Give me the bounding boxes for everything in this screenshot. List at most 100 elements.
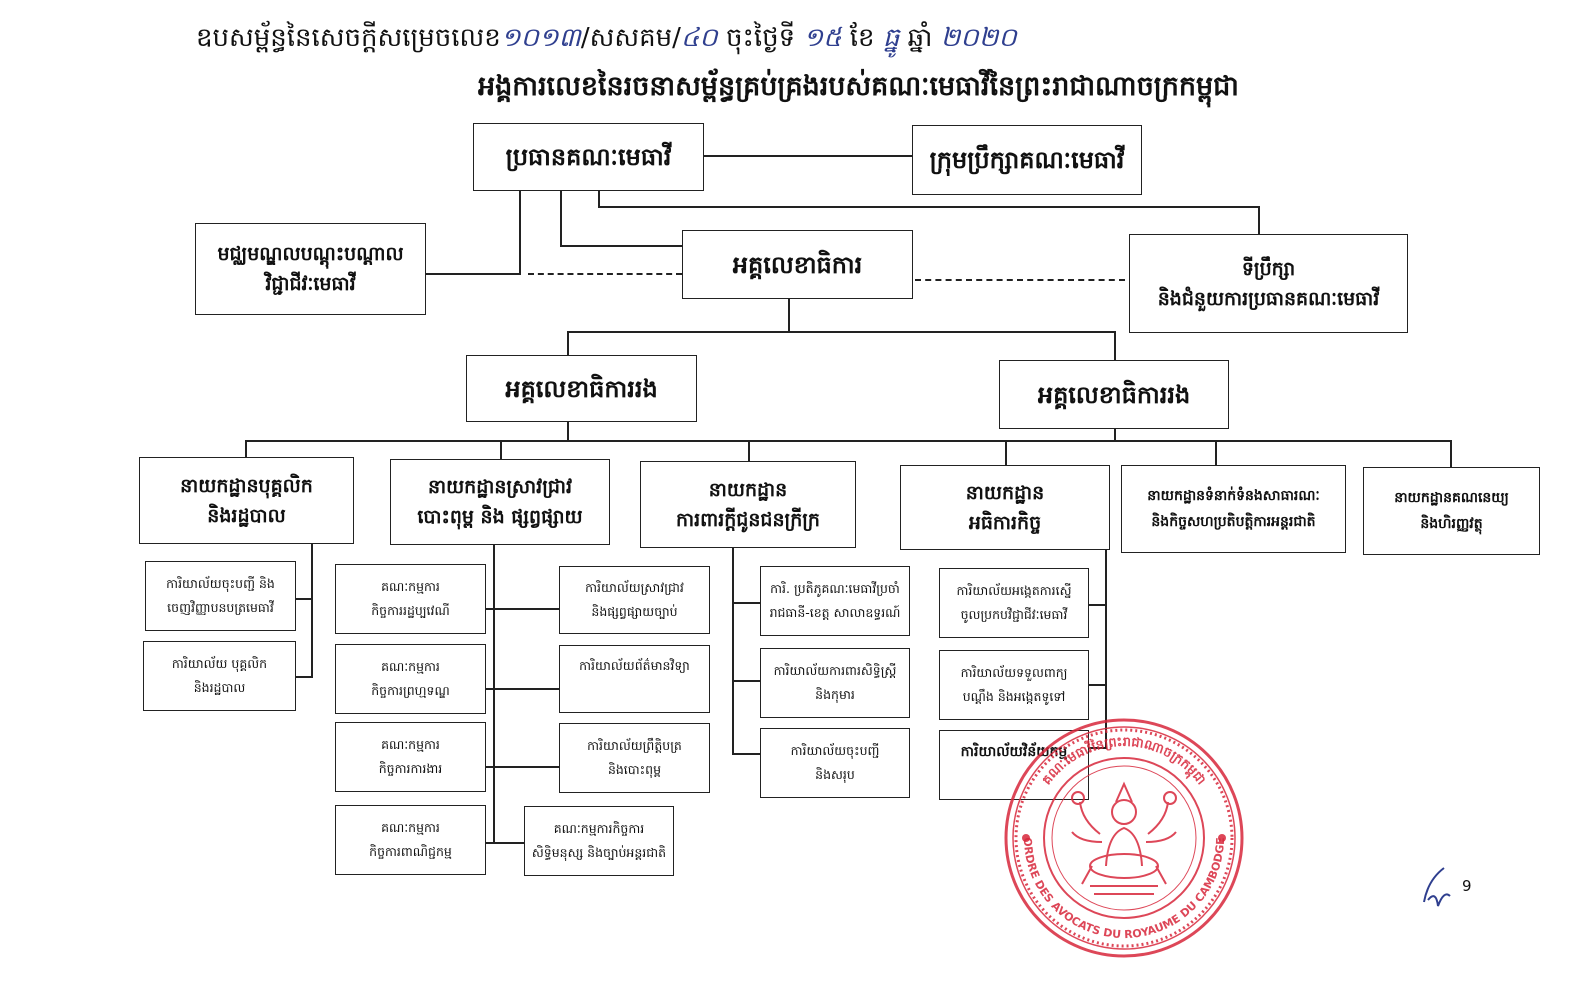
connector [1089, 747, 1107, 749]
office-provincial-line-2: រាជធានី-ខេត្ត សាលាឧទ្ធរណ៍ [769, 605, 901, 620]
office-research-line-1: ការិយាល័យស្រាវជ្រាវ [585, 580, 684, 595]
page-number: 9 [1462, 877, 1472, 895]
year-label: ឆ្នាំ [907, 23, 933, 53]
connector [493, 608, 559, 610]
chart-title: អង្គការលេខនៃរចនាសម្ព័ន្ធគ្រប់គ្រងរបស់គណៈ… [478, 71, 1239, 102]
connector [493, 766, 559, 768]
connector [426, 273, 521, 275]
committee-labor-line-2: កិច្ចការការងារ [378, 761, 443, 776]
connector [567, 331, 1116, 333]
training-center-line-1: មជ្ឈមណ្ឌលបណ្តុះបណ្តាល [217, 243, 404, 265]
council-label: ក្រុមប្រឹក្សាគណៈមេធាវី [929, 146, 1125, 174]
office-women-line-2: និងកុមារ [815, 687, 855, 702]
connector [245, 440, 247, 458]
connector [1450, 440, 1452, 468]
dept-research-line-2: បោះពុម្ព និង ផ្សព្វផ្សាយ [417, 506, 583, 528]
office-records-line-1: ការិយាល័យចុះបញ្ជី [790, 743, 880, 758]
connector [296, 598, 313, 600]
office-membership-line-2: ចូលប្រកបវិជ្ជាជីវៈមេធាវី [960, 607, 1068, 622]
dept-accounting-box: នាយកដ្ឋានគណនេយ្យ និងហិរញ្ញវត្ថុ [1363, 467, 1540, 555]
committee-human-rights-line-1: គណៈកម្មការកិច្ចការ [553, 821, 645, 836]
office-provincial-line-1: ការិ. ប្រតិភូគណៈមេធាវីប្រចាំ [770, 581, 900, 596]
connector [493, 842, 525, 844]
council-box: ក្រុមប្រឹក្សាគណៈមេធាវី [912, 125, 1142, 195]
connector [732, 547, 734, 755]
reference-prefix: ឧបសម្ព័ន្ធនៃសេចក្តីសម្រេចលេខ [196, 23, 501, 53]
dashed-connector [915, 279, 1125, 281]
connector [567, 331, 569, 356]
connector [1089, 684, 1107, 686]
committee-human-rights-line-2: សិទ្ធិមនុស្ស និងច្បាប់អន្តរជាតិ [531, 845, 667, 860]
connector [493, 688, 559, 690]
dept-personnel-box: នាយកដ្ឋានបុគ្គលិក និងរដ្ឋបាល [139, 457, 354, 544]
committee-labor-line-1: គណៈកម្មការ [381, 737, 440, 752]
connector [1005, 440, 1007, 466]
office-personnel-line-1: ការិយាល័យ បុគ្គលិក [171, 656, 268, 671]
connector [519, 191, 521, 275]
connector [486, 842, 495, 844]
reference-code: /សសគម/ [580, 23, 681, 53]
connector [560, 245, 684, 247]
dept-research-box: នាយកដ្ឋានស្រាវជ្រាវ បោះពុម្ព និង ផ្សព្វផ… [390, 459, 610, 545]
date-label: ចុះថ្ងៃទី [725, 23, 796, 53]
connector [732, 680, 760, 682]
day-value: ១៥ [803, 23, 842, 53]
official-seal-icon: គណៈមេធាវីនៃព្រះរាជាណាចក្រកម្ពុជា ORDRE D… [1004, 718, 1244, 958]
advisors-line-1: ទីប្រឹក្សា [1241, 257, 1296, 280]
initials-signature-icon [1423, 867, 1451, 907]
committee-criminal-box: គណៈកម្មការ កិច្ចការព្រហ្មទណ្ឌ [335, 644, 486, 714]
svg-text:គណៈមេធាវីនៃព្រះរាជាណាចក្រកម្ពុ: គណៈមេធាវីនៃព្រះរាជាណាចក្រកម្ពុជា [1040, 735, 1209, 788]
connector [1105, 549, 1107, 749]
office-records-box: ការិយាល័យចុះបញ្ជី និងសរុប [760, 728, 910, 798]
dept-public-relations-box: នាយកដ្ឋានទំនាក់ទំនងសាធារណៈ និងកិច្ចសហប្រ… [1121, 465, 1346, 553]
connector [1089, 604, 1107, 606]
deputy-secretary-right-label: អគ្គលេខាធិការរង [1037, 380, 1191, 409]
office-provincial-delegation-box: ការិ. ប្រតិភូគណៈមេធាវីប្រចាំ រាជធានី-ខេត… [760, 566, 910, 636]
office-it-box: ការិយាល័យព័ត៌មានវិទ្យា [559, 645, 710, 713]
connector [703, 155, 913, 157]
dept-accounting-line-1: នាយកដ្ឋានគណនេយ្យ [1394, 490, 1509, 506]
deputy-secretary-left-box: អគ្គលេខាធិការរង [466, 355, 697, 422]
dept-inspection-line-1: នាយកដ្ឋាន [965, 481, 1045, 504]
connector [560, 191, 562, 247]
office-personnel-line-2: និងរដ្ឋបាល [193, 680, 246, 695]
dept-inspection-line-2: អធិការកិច្ច [968, 511, 1042, 534]
committee-civil-box: គណៈកម្មការ កិច្ចការរដ្ឋប្បវេណី [335, 564, 486, 634]
committee-human-rights-box: គណៈកម្មការកិច្ចការ សិទ្ធិមនុស្ស និងច្បាប… [524, 806, 674, 876]
president-box: ប្រធានគណៈមេធាវី [473, 123, 704, 191]
dept-inspection-box: នាយកដ្ឋាន អធិការកិច្ច [900, 465, 1110, 550]
connector [245, 440, 1452, 442]
connector [598, 191, 600, 207]
decision-reference-line: ឧបសម្ព័ន្ធនៃសេចក្តីសម្រេចលេខ១០១៣/សសគម/៤០… [196, 18, 1096, 58]
seal-graphic [1004, 718, 1244, 958]
office-complaints-line-2: បណ្តឹង និងអង្កេតទូទៅ [962, 689, 1066, 704]
committee-commerce-line-1: គណៈកម្មការ [381, 820, 440, 835]
office-research-line-2: និងផ្សព្វផ្សាយច្បាប់ [591, 604, 678, 619]
deputy-secretary-right-box: អគ្គលេខាធិការរង [999, 360, 1229, 429]
connector [1114, 331, 1116, 361]
office-bulletin-line-1: ការិយាល័យព្រឹត្តិបត្រ [587, 738, 682, 753]
connector [598, 206, 1260, 208]
connector [732, 602, 760, 604]
training-center-line-2: វិជ្ជាជីវៈមេធាវី [265, 273, 356, 295]
connector [732, 753, 760, 755]
year-value: ២០២០ [940, 23, 1017, 53]
office-membership-line-1: ការិយាល័យអង្កេតការស្នើ [956, 583, 1072, 598]
connector [748, 440, 750, 462]
connector [486, 688, 495, 690]
svg-text:ORDRE DES AVOCATS DU ROYAUME D: ORDRE DES AVOCATS DU ROYAUME DU CAMBODGE [1021, 837, 1227, 941]
committee-civil-line-2: កិច្ចការរដ្ឋប្បវេណី [371, 603, 450, 618]
committee-commerce-box: គណៈកម្មការ កិច្ចការពាណិជ្ជកម្ម [335, 805, 486, 875]
office-complaints-line-1: ការិយាល័យទទួលពាក្យ [960, 665, 1068, 680]
office-registration-line-2: ចេញវិញ្ញាបនបត្រមេធាវី [167, 600, 274, 615]
dept-public-relations-line-2: និងកិច្ចសហប្រតិបត្តិការអន្តរជាតិ [1151, 514, 1316, 530]
month-value: ធ្នូ [882, 23, 900, 53]
connector [486, 608, 495, 610]
dept-accounting-line-2: និងហិរញ្ញវត្ថុ [1420, 516, 1483, 532]
connector [486, 766, 495, 768]
committee-criminal-line-1: គណៈកម្មការ [381, 659, 440, 674]
connector [1215, 440, 1217, 466]
connector [311, 543, 313, 678]
dept-legal-aid-line-1: នាយកដ្ឋាន [708, 478, 788, 501]
connector [493, 543, 495, 843]
